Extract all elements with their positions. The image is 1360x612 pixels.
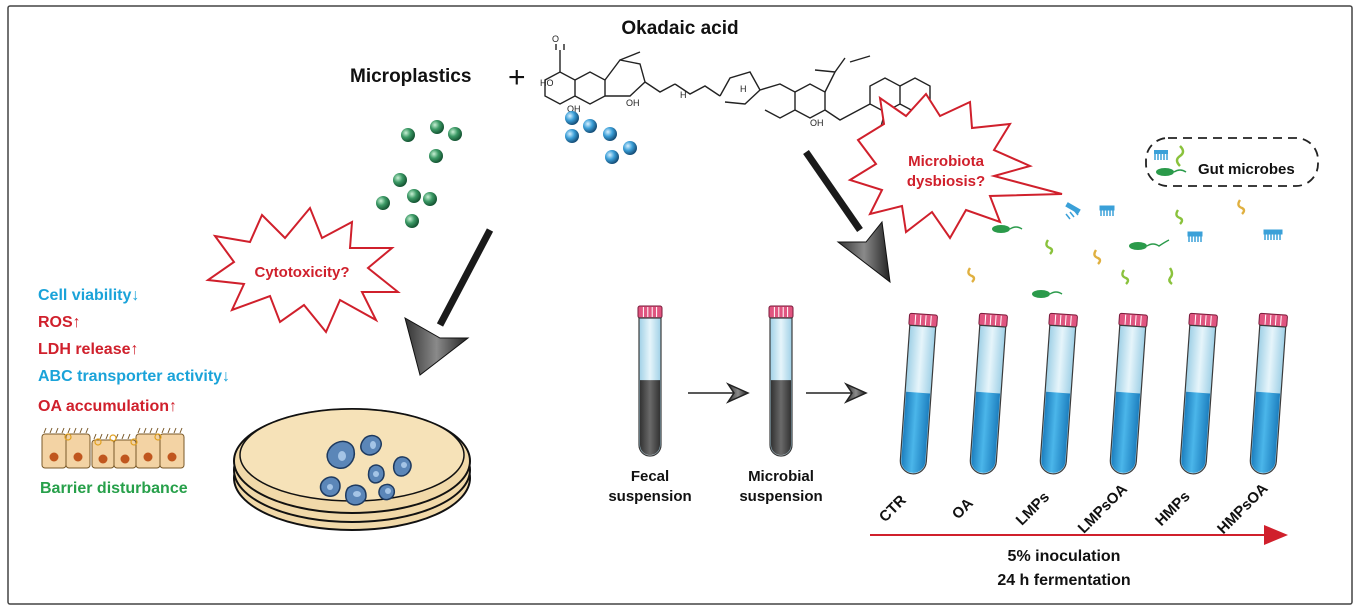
cell-effect-text: LDH release (38, 341, 131, 358)
intestinal-cells (41, 427, 185, 469)
cytotoxicity-label: Cytotoxicity? (254, 264, 349, 281)
cell-effect-text: OA accumulation (38, 398, 169, 415)
microplastics-label: Microplastics (350, 66, 471, 87)
okadaic-acid-beads (565, 111, 637, 164)
fermentation-tube (1109, 312, 1148, 475)
mol-ho-label: HO (540, 78, 554, 88)
cell-effect-item: ROS↑ (38, 314, 81, 331)
fermentation-tube (1249, 312, 1288, 475)
prep-tube-label-line2: suspension (608, 488, 691, 505)
group-label: LMPs (1013, 489, 1053, 529)
cell-nuclei (327, 441, 407, 497)
petri-dish (233, 408, 471, 531)
cell-effect-item: Cell viability↓ (38, 287, 139, 304)
prep-tube-label-line2: suspension (739, 488, 822, 505)
okadaic-acid-structure (544, 44, 931, 131)
group-label: HMPsOA (1214, 480, 1272, 538)
legend-microbe-icons (1154, 145, 1187, 176)
dysbiosis-label-line1: Microbiota (908, 153, 984, 170)
preparation-tubes: Fecal suspension Microbial suspension (608, 305, 823, 505)
mol-oh-label-2: OH (626, 98, 640, 108)
mol-o-label: O (552, 34, 559, 44)
prep-tube-label-line1: Microbial (748, 468, 814, 485)
cell-effect-arrow: ↑ (169, 398, 177, 415)
gut-microbes-legend-box (1145, 137, 1319, 187)
cell-effect-arrow: ↓ (131, 287, 139, 304)
process-arrows (688, 382, 868, 404)
inoculation-label: 5% inoculation (1008, 548, 1121, 565)
fermentation-tube (969, 312, 1008, 475)
plus-sign: + (508, 61, 526, 94)
group-label: CTR (876, 492, 910, 526)
mol-h-label-2: H (740, 84, 747, 94)
fermentation-label: 24 h fermentation (997, 572, 1130, 589)
cell-effect-text: ABC transporter activity (38, 368, 222, 385)
cell-effect-text: ROS (38, 314, 73, 331)
group-label: HMPs (1152, 488, 1193, 529)
prep-tube-label-line1: Fecal (631, 468, 669, 485)
cell-effect-item: LDH release↑ (38, 341, 139, 358)
arrow-to-microbiota (803, 150, 891, 284)
group-label: OA (949, 495, 977, 523)
arrow-to-cells (404, 228, 494, 376)
cell-effect-text: Cell viability (38, 287, 131, 304)
fermentation-tube (899, 312, 938, 475)
dysbiosis-label-line2: dysbiosis? (907, 173, 985, 190)
fermentation-tube (1179, 312, 1218, 475)
mol-oh-label-1: OH (567, 104, 581, 114)
cell-effect-arrow: ↑ (131, 341, 139, 358)
group-label: LMPsOA (1075, 481, 1131, 537)
cell-effect-arrow: ↓ (222, 368, 230, 385)
scattered-microbes (967, 199, 1283, 298)
prep-tube (637, 305, 663, 457)
mol-h-label-1: H (680, 90, 687, 100)
barrier-disturbance-label: Barrier disturbance (40, 480, 188, 497)
cell-effects-list: Cell viability↓ROS↑LDH release↑ABC trans… (38, 287, 230, 415)
figure-border (7, 5, 1353, 605)
cell-effect-arrow: ↑ (73, 314, 81, 331)
okadaic-acid-title: Okadaic acid (621, 18, 738, 39)
cell-effect-item: OA accumulation↑ (38, 398, 177, 415)
gut-microbes-label: Gut microbes (1198, 161, 1295, 178)
dysbiosis-burst (847, 92, 1063, 240)
fermentation-tubes: CTR OA LMPs LMPsOA HMPs HMPsOA (876, 312, 1288, 538)
mol-oh-label-3: OH (810, 118, 824, 128)
prep-tube (768, 305, 794, 457)
cytotoxicity-burst (205, 206, 401, 334)
cell-effect-item: ABC transporter activity↓ (38, 368, 230, 385)
fermentation-tube (1039, 312, 1078, 475)
microplastic-beads (376, 120, 462, 228)
